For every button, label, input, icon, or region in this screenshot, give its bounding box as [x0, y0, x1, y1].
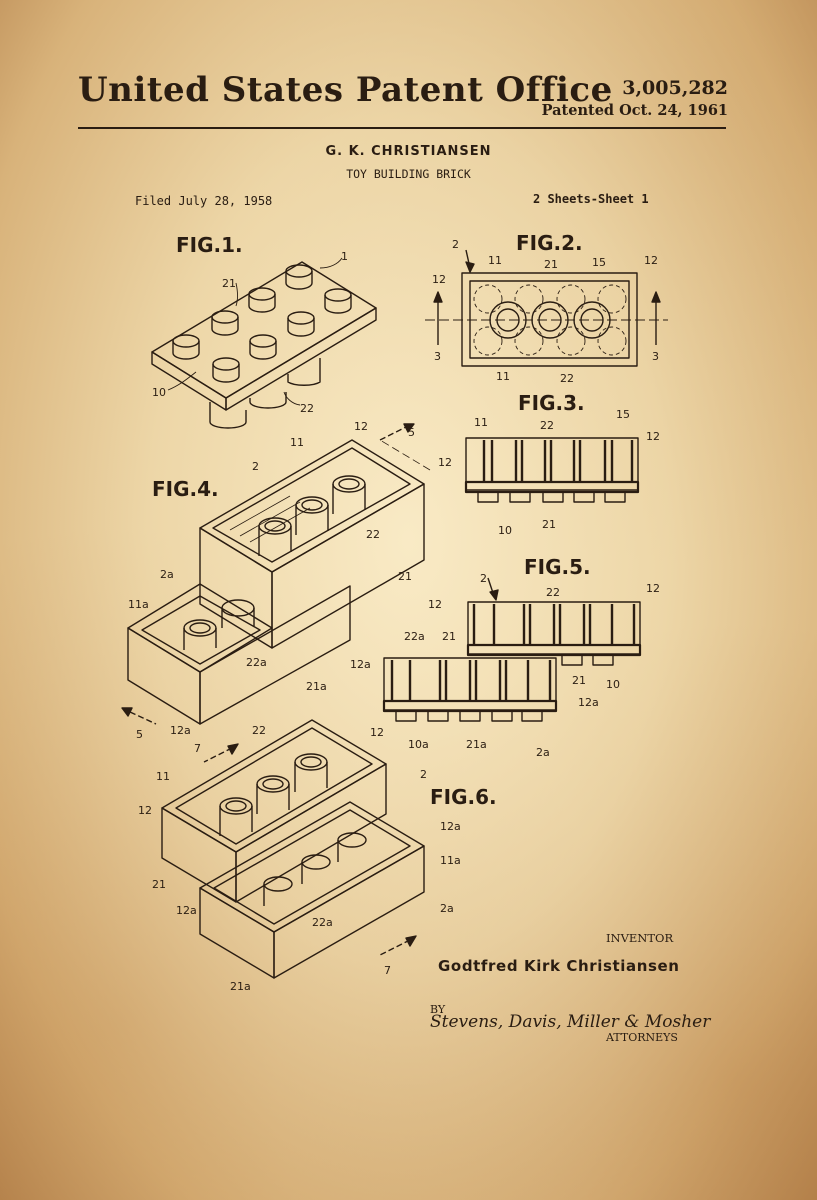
fig6-ref-12-left: 12: [138, 804, 152, 817]
fig4-ref-12a: 12a: [170, 724, 191, 737]
fig4-ref-5-bottom: 5: [136, 728, 143, 741]
fig1-label: FIG.1.: [176, 233, 243, 257]
patent-number: 3,005,282: [622, 77, 728, 99]
fig3-ref-11: 11: [474, 416, 488, 429]
fig1-ref-10: 10: [152, 386, 166, 399]
fig5-ref-2: 2: [480, 572, 487, 585]
fig6-drawing: [161, 719, 425, 979]
fig6-ref-22: 22: [252, 724, 266, 737]
by-label: BY: [430, 1003, 446, 1016]
fig5-ref-12-left: 12: [428, 598, 442, 611]
fig3-ref-12-right: 12: [646, 430, 660, 443]
fig6-ref-21: 21: [152, 878, 166, 891]
fig6-ref-21a: 21a: [230, 980, 251, 993]
fig5-ref-2a: 2a: [536, 746, 550, 759]
fig4-ref-21a: 21a: [306, 680, 327, 693]
fig4-ref-5-top: 5: [408, 426, 415, 439]
inventor-name: Godtfred Kirk Christiansen: [438, 957, 680, 975]
fig3-ref-12-left: 12: [438, 456, 452, 469]
attorneys-caption: ATTORNEYS: [606, 1031, 678, 1044]
fig4-ref-11a: 11a: [128, 598, 149, 611]
fig5-ref-22: 22: [546, 586, 560, 599]
fig5-ref-10a: 10a: [408, 738, 429, 751]
fig5-ref-12a-right: 12a: [578, 696, 599, 709]
fig6-ref-11: 11: [156, 770, 170, 783]
fig1-ref-22: 22: [300, 402, 314, 415]
fig4-ref-12: 12: [354, 420, 368, 433]
fig5-ref-22a: 22a: [404, 630, 425, 643]
fig1-ref-21: 21: [222, 277, 236, 290]
fig4-ref-22a: 22a: [246, 656, 267, 669]
fig2-ref-21: 21: [544, 258, 558, 271]
fig2-drawing: [425, 249, 668, 367]
fig6-ref-11a: 11a: [440, 854, 461, 867]
fig2-ref-2: 2: [452, 238, 459, 251]
fig2-ref-12-right: 12: [644, 254, 658, 267]
fig2-label: FIG.2.: [516, 231, 583, 255]
fig5-ref-21a: 21a: [466, 738, 487, 751]
fig3-label: FIG.3.: [518, 391, 585, 415]
fig6-ref-2a: 2a: [440, 902, 454, 915]
fig6-ref-12a-right: 12a: [440, 820, 461, 833]
fig6-label: FIG.6.: [430, 785, 497, 809]
inventor-header: G. K. CHRISTIANSEN: [325, 144, 492, 159]
patented-date: Patented Oct. 24, 1961: [541, 102, 728, 119]
inventor-caption: INVENTOR: [606, 931, 674, 945]
fig6-ref-7-bottom: 7: [384, 964, 391, 977]
fig6-ref-12a-left: 12a: [176, 904, 197, 917]
fig2-ref-11-top: 11: [488, 254, 502, 267]
fig6-ref-2: 2: [420, 768, 427, 781]
invention-title: TOY BUILDING BRICK: [346, 167, 471, 181]
fig5-drawing: [382, 577, 642, 722]
fig3-ref-10: 10: [498, 524, 512, 537]
fig6-ref-12-top: 12: [370, 726, 384, 739]
fig5-ref-12a-left: 12a: [350, 658, 371, 671]
office-title: United States Patent Office: [78, 70, 613, 110]
fig1-ref-1: 1: [341, 250, 348, 263]
fig5-label: FIG.5.: [524, 555, 591, 579]
fig2-ref-12-left: 12: [432, 273, 446, 286]
filed-date: Filed July 28, 1958: [135, 194, 273, 208]
fig6-ref-22a: 22a: [312, 916, 333, 929]
fig5-ref-21-right: 21: [572, 674, 586, 687]
fig3-ref-15: 15: [616, 408, 630, 421]
fig4-ref-2: 2: [252, 460, 259, 473]
fig2-ref-15: 15: [592, 256, 606, 269]
fig2-ref-3-left: 3: [434, 350, 441, 363]
fig4-ref-11: 11: [290, 436, 304, 449]
fig2-ref-11-bottom: 11: [496, 370, 510, 383]
fig3-ref-21: 21: [542, 518, 556, 531]
fig5-ref-12-right: 12: [646, 582, 660, 595]
fig4-label: FIG.4.: [152, 477, 219, 501]
fig4-ref-22: 22: [366, 528, 380, 541]
fig3-drawing: [464, 437, 640, 503]
fig2-ref-3-right: 3: [652, 350, 659, 363]
attorney-signature: Stevens, Davis, Miller & Mosher: [430, 1012, 711, 1032]
fig4-ref-21: 21: [398, 570, 412, 583]
fig2-ref-22: 22: [560, 372, 574, 385]
fig6-ref-7-top: 7: [194, 742, 201, 755]
sheet-count: 2 Sheets-Sheet 1: [533, 192, 649, 206]
header-rule: [78, 127, 726, 129]
fig3-ref-22: 22: [540, 419, 554, 432]
fig5-ref-21-left: 21: [442, 630, 456, 643]
fig1-drawing: [151, 257, 377, 429]
fig4-ref-2a: 2a: [160, 568, 174, 581]
fig4-drawing: [121, 423, 431, 725]
fig5-ref-10: 10: [606, 678, 620, 691]
